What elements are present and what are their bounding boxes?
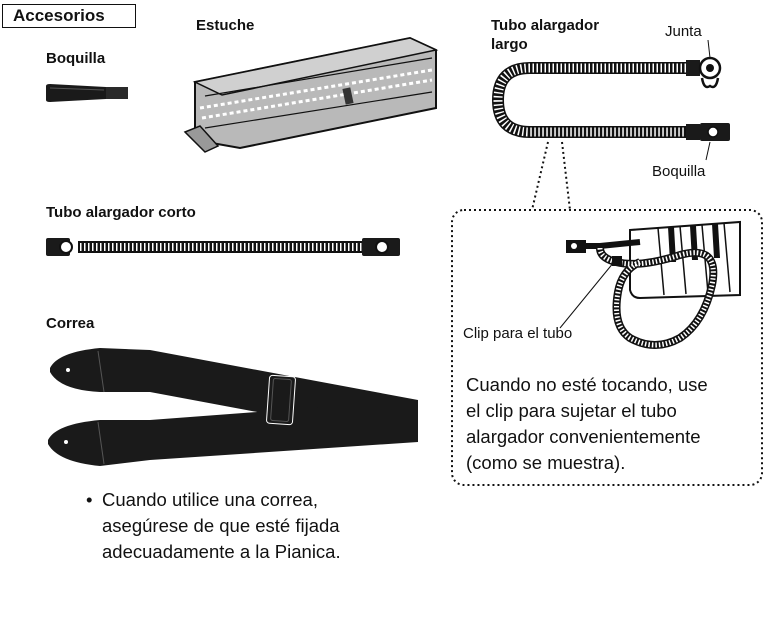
strap-note-line1: Cuando utilice una correa, (102, 489, 318, 510)
short-tube-image (46, 238, 400, 256)
case-label: Estuche (196, 17, 255, 34)
tube-clip-label: Clip para el tubo (463, 325, 573, 342)
long-tube-image (491, 39, 730, 161)
clip-note-line4: (como se muestra). (466, 452, 626, 473)
mouthpiece-image (46, 84, 128, 102)
long-tube-label-line2: largo (491, 36, 528, 53)
clip-note-line1: Cuando no esté tocando, use (466, 374, 708, 395)
strap-note-line3: adecuadamente a la Pianica. (102, 541, 341, 562)
case-image (183, 36, 439, 153)
clip-note-line2: el clip para sujetar el tubo (466, 400, 677, 421)
short-tube-label: Tubo alargador corto (46, 204, 196, 221)
clip-note-line3: alargador convenientemente (466, 426, 701, 447)
long-tube-mouthpiece-label: Boquilla (652, 163, 706, 180)
joint-label: Junta (665, 23, 702, 40)
pianica-clip-image (559, 220, 741, 349)
clip-note-box (451, 209, 763, 486)
strap-note-line2: asegúrese de que esté fijada (102, 515, 340, 536)
strap-label: Correa (46, 315, 95, 332)
strap-image (48, 348, 418, 466)
long-tube-label-line1: Tubo alargador (491, 17, 600, 34)
bullet-mark: • (86, 489, 93, 510)
mouthpiece-label: Boquilla (46, 50, 106, 67)
accessories-title: Accesorios (2, 4, 136, 28)
